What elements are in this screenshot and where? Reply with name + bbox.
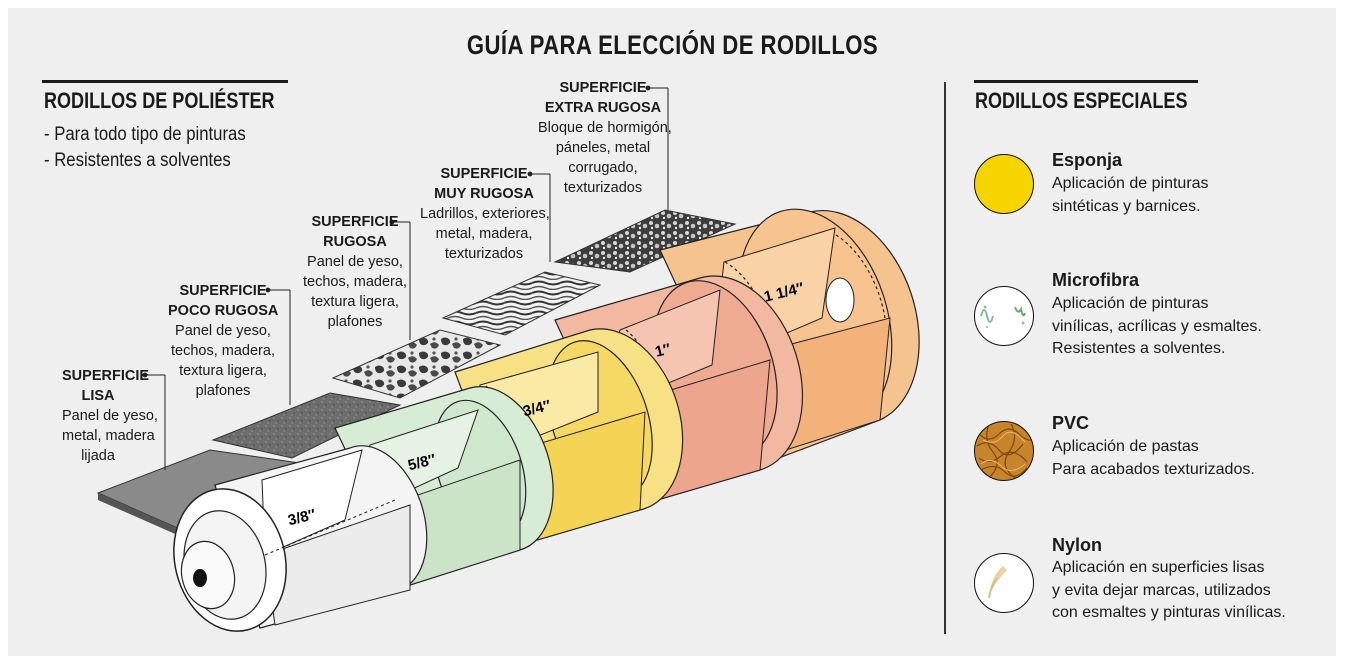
surface-label-very-rough: SUPERFICIE MUY RUGOSA Ladrillos, exterio…	[420, 166, 550, 262]
special-item-name: Esponja	[1052, 150, 1123, 170]
special-item-name: Nylon	[1052, 535, 1103, 555]
nap-size-label: 1″	[653, 341, 672, 361]
polyester-bullet: - Para todo tipo de pinturas	[44, 124, 246, 145]
page-title: GUÍA PARA ELECCIÓN DE RODILLOS	[466, 30, 879, 60]
sponge-swatch-icon	[974, 154, 1034, 214]
section-divider	[944, 82, 946, 634]
special-item-desc: Aplicación de pinturas vinílicas, acríli…	[1052, 295, 1262, 357]
surface-strip-rough	[331, 329, 502, 399]
surface-label-smooth: SUPERFICIE LISA Panel de yeso, metal, ma…	[62, 368, 158, 464]
surface-label-extra-rough: SUPERFICIE EXTRA RUGOSA Bloque de hormig…	[538, 80, 672, 196]
nylon-swatch-icon	[974, 553, 1034, 613]
surface-strip-extra-rough	[553, 209, 737, 273]
nap-size-label: 5/8″	[406, 451, 437, 474]
nap-size-label: 3/8″	[286, 506, 317, 529]
special-item-name: PVC	[1052, 413, 1090, 433]
special-item-desc: Aplicación de pastas Para acabados textu…	[1052, 438, 1255, 478]
nap-size-label: 3/4″	[521, 397, 552, 420]
section-rule	[974, 80, 1198, 83]
surface-strip-very-rough	[441, 271, 602, 336]
polyester-bullet: - Resistentes a solventes	[44, 150, 231, 171]
pvc-swatch-icon	[974, 421, 1034, 481]
special-item-name: Microfibra	[1052, 270, 1140, 290]
surface-label-rough: SUPERFICIE RUGOSA Panel de yeso, techos,…	[303, 214, 407, 330]
polyester-section-title: RODILLOS DE POLIÉSTER	[44, 88, 275, 113]
special-item-desc: Aplicación de pinturas sintéticas y barn…	[1052, 175, 1209, 215]
surface-strip-slightly-rough	[211, 392, 402, 459]
microfiber-swatch-icon	[974, 286, 1034, 346]
special-item-desc: Aplicación en superficies lisas y evita …	[1052, 559, 1286, 621]
section-rule	[42, 80, 288, 83]
surface-label-slightly-rough: SUPERFICIE POCO RUGOSA Panel de yeso, te…	[168, 283, 279, 399]
special-rollers-title: RODILLOS ESPECIALES	[975, 88, 1188, 113]
